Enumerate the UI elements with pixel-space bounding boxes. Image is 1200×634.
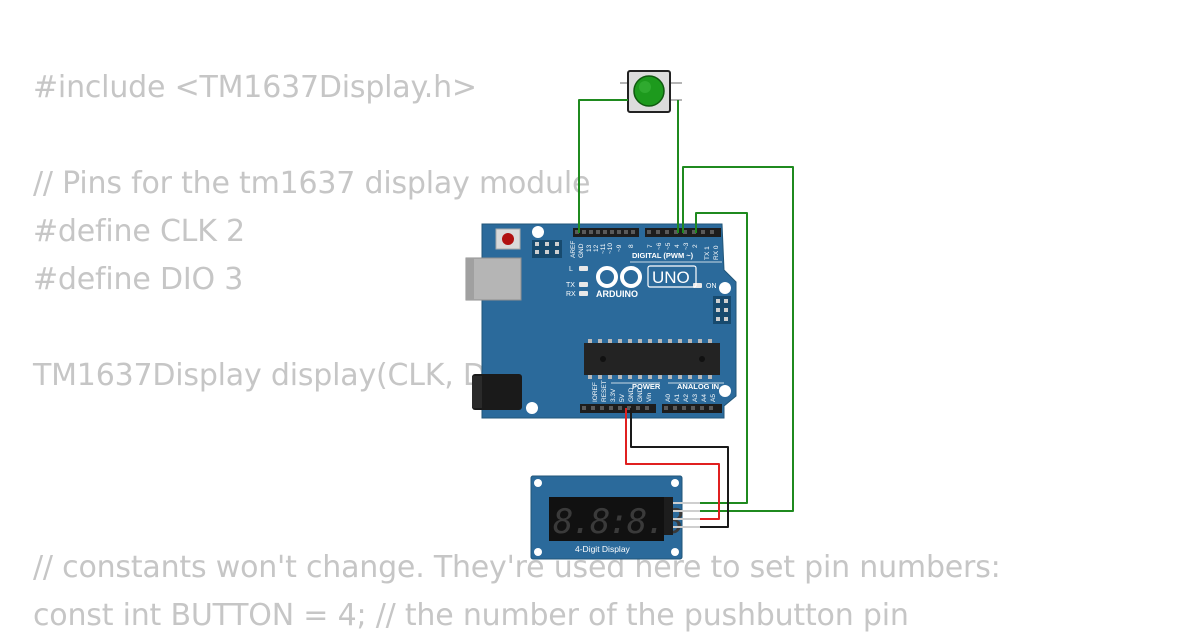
wire-gnd-gnd[interactable]	[630, 408, 729, 528]
power-jack-face	[472, 376, 482, 408]
pin-label-3v3: 3.3V	[610, 388, 617, 402]
analog-pin-labels: A0 A1 A2 A3 A4 A5	[665, 394, 717, 402]
led-label-tx: TX	[566, 282, 575, 289]
display-mount-hole	[534, 479, 542, 487]
wire-pin3-dio[interactable]	[682, 166, 794, 512]
button-cap-highlight	[639, 81, 651, 93]
pin-label-tx: TX 1	[704, 246, 711, 260]
pin-label-12: 12	[593, 244, 600, 252]
top-pin-labels: AREF GND 13 12 ~11 ~10 ~9 8 7 ~6 ~5 4 ~3…	[570, 241, 720, 260]
uno-model-text: UNO	[652, 268, 690, 287]
pin-label-9: ~9	[616, 244, 623, 252]
display-mount-hole	[671, 548, 679, 556]
display-mount-hole	[671, 479, 679, 487]
digital-header-pins	[575, 230, 714, 234]
arduino-brand-text: ARDUINO	[596, 289, 638, 299]
pin-label-10: ~10	[607, 243, 614, 254]
led-label-rx: RX	[566, 291, 576, 298]
pin-label-gnd-1: GND	[628, 387, 635, 402]
pin-label-5v: 5V	[619, 393, 626, 402]
analog-in-label: ANALOG IN	[677, 382, 719, 391]
wire-5v-vcc[interactable]	[625, 408, 720, 520]
code-line-define-dio: #define DIO 3	[33, 262, 244, 297]
arduino-uno-board[interactable]: AREF GND 13 12 ~11 ~10 ~9 8 7 ~6 ~5 4 ~3…	[465, 223, 737, 419]
pin-label-4: 4	[674, 244, 681, 248]
pin-label-aref: AREF	[570, 241, 577, 258]
power-jack	[472, 374, 522, 410]
pin-label-ioref: IOREF	[592, 382, 599, 402]
pin-label-a3: A3	[692, 394, 699, 402]
reset-button[interactable]	[502, 233, 514, 245]
power-label: POWER	[632, 382, 661, 391]
icsp-header-2	[713, 296, 731, 324]
led-tx	[579, 282, 588, 287]
pushbutton[interactable]	[620, 70, 682, 113]
pin-label-a0: A0	[665, 394, 672, 402]
atmega-chip	[584, 339, 720, 379]
code-line-button-const: const int BUTTON = 4; // the number of t…	[33, 598, 909, 633]
digital-pwm-label: DIGITAL (PWM ~)	[632, 251, 694, 260]
display-connector-pins	[673, 502, 700, 528]
led-label-l: L	[569, 266, 573, 273]
pin-label-11: ~11	[600, 243, 607, 254]
display-label: 4-Digit Display	[575, 544, 631, 554]
display-digits: 8.8:8.8	[553, 502, 683, 542]
led-label-on: ON	[706, 283, 717, 290]
led-rx	[579, 291, 588, 296]
pin-label-a2: A2	[683, 394, 690, 402]
pin-label-a1: A1	[674, 394, 681, 402]
pin-label-rx: RX 0	[713, 245, 720, 260]
mount-hole	[532, 226, 544, 238]
pin-label-7: 7	[647, 244, 654, 248]
pin-label-vin: Vin	[646, 392, 653, 402]
led-l	[579, 266, 588, 271]
pin-label-6: ~6	[656, 242, 663, 250]
tm1637-display-module[interactable]: 8.8:8.8 4-Digit Display	[530, 475, 700, 560]
display-screen	[549, 497, 664, 541]
pin-label-a5: A5	[710, 394, 717, 402]
wire-button-gnd[interactable]	[578, 99, 628, 233]
wires	[578, 99, 794, 528]
usb-connector	[465, 257, 522, 301]
code-line-comment-constants: // constants won't change. They're used …	[33, 550, 1001, 585]
uno-badge	[647, 265, 697, 288]
mount-hole	[719, 282, 731, 294]
bottom-header-pins	[582, 406, 713, 410]
status-leds: L TX RX ON	[566, 266, 717, 298]
usb-connector-shade	[466, 258, 474, 300]
mount-hole	[526, 402, 538, 414]
pin-label-13: 13	[586, 244, 593, 252]
pin-label-gnd-2: GND	[637, 387, 644, 402]
display-mount-hole	[534, 548, 542, 556]
pin-label-reset: RESET	[601, 380, 608, 402]
pin-label-8: 8	[628, 244, 635, 248]
code-line-include: #include <TM1637Display.h>	[33, 70, 477, 105]
mount-hole	[719, 385, 731, 397]
pin-label-5: ~5	[665, 242, 672, 250]
pin-label-2: 2	[692, 244, 699, 248]
icsp-header-1	[532, 240, 562, 258]
arduino-logo-icon	[596, 266, 642, 288]
wire-pin2-clk[interactable]	[695, 212, 748, 504]
code-line-define-clk: #define CLK 2	[33, 214, 245, 249]
pin-label-gnd: GND	[578, 243, 585, 258]
pin-label-3: ~3	[683, 242, 690, 250]
power-pin-labels: IOREF RESET 3.3V 5V GND GND Vin	[592, 380, 653, 402]
display-connector	[664, 497, 673, 535]
code-line-comment-pins: // Pins for the tm1637 display module	[33, 166, 591, 201]
pin-label-a4: A4	[701, 394, 708, 402]
